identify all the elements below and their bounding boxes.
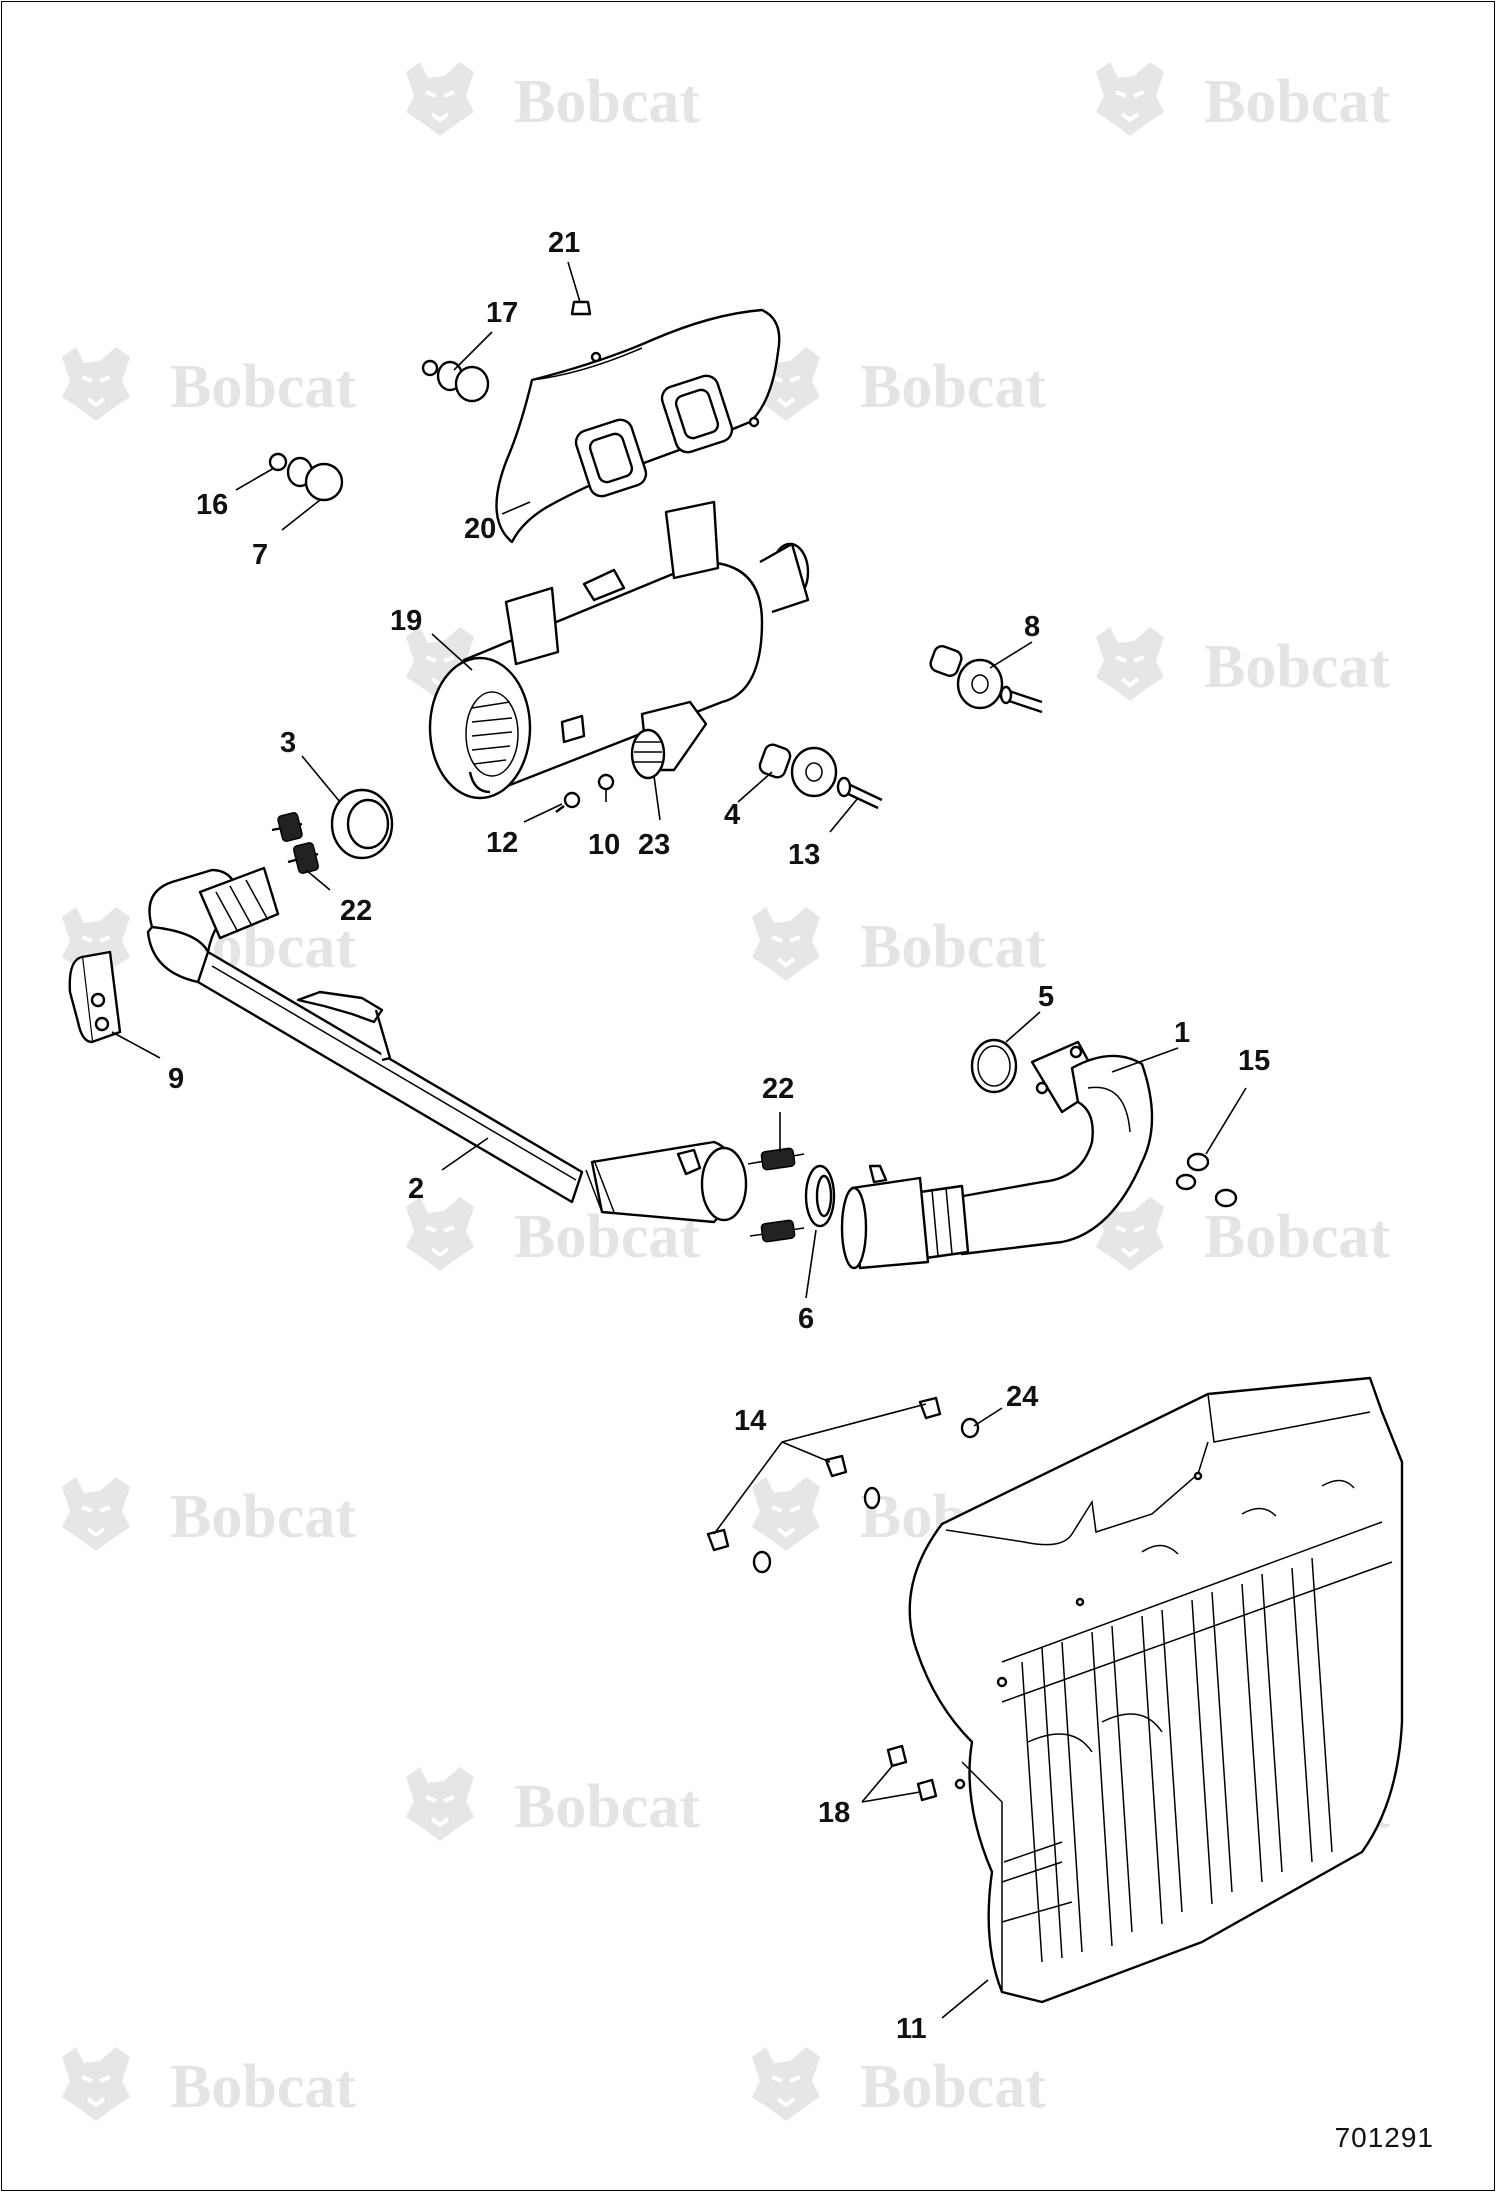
callout-22-lower: 22: [762, 1073, 794, 1105]
callout-8: 8: [1024, 611, 1040, 643]
exhaust-pipe-part-1[interactable]: [840, 1040, 1154, 1270]
callout-17: 17: [486, 297, 518, 329]
nut-part-16[interactable]: [268, 452, 288, 472]
watermark-logo: Bobcat: [1094, 60, 1390, 138]
svg-text:Bobcat: Bobcat: [170, 1483, 356, 1551]
bolt-part-13[interactable]: [836, 776, 883, 810]
tail-pipe-part-23[interactable]: [630, 700, 708, 780]
svg-text:Bobcat: Bobcat: [860, 913, 1046, 981]
watermark-logo: Bobcat: [1094, 1195, 1390, 1273]
heat-shield-part-20[interactable]: [495, 308, 781, 544]
callout-11: 11: [896, 2013, 927, 2045]
callout-16: 16: [196, 489, 228, 521]
svg-text:Bobcat: Bobcat: [514, 68, 700, 136]
callout-3: 3: [280, 727, 296, 759]
callout-6: 6: [798, 1303, 814, 1335]
callout-4: 4: [724, 799, 740, 831]
watermark-logo: Bobcat: [60, 1475, 356, 1553]
watermark-logo: Bobcat: [750, 905, 1046, 983]
callout-9: 9: [168, 1063, 184, 1095]
callout-labels: 21 17 16 7 20 19 3 8 4 13 10 12 23 22 9 …: [168, 227, 1270, 2045]
svg-text:Bobcat: Bobcat: [1204, 68, 1390, 136]
gasket-part-5[interactable]: [970, 1038, 1018, 1094]
spacer-part-4[interactable]: [758, 742, 793, 779]
callout-15: 15: [1238, 1045, 1270, 1077]
watermark-logo: Bobcat: [404, 1765, 700, 1843]
callout-1: 1: [1174, 1017, 1190, 1049]
isolator-part-7[interactable]: [286, 456, 344, 502]
bolt-part-18[interactable]: [886, 1744, 938, 1802]
watermark-logo: Bobcat: [1094, 625, 1390, 703]
mount-part-8[interactable]: [928, 644, 1043, 714]
callout-7: 7: [252, 539, 268, 571]
watermark-logo: Bobcat: [750, 2045, 1046, 2123]
gasket-part-3[interactable]: [330, 788, 394, 860]
callout-20: 20: [464, 513, 496, 545]
spring-part-22-lower[interactable]: [747, 1147, 805, 1243]
watermark-logo: Bobcat: [60, 2045, 356, 2123]
drawing-number: 701291: [1334, 2122, 1434, 2153]
callout-23: 23: [638, 829, 670, 861]
isolator-part-4b[interactable]: [790, 746, 838, 798]
washer-part-24[interactable]: [752, 1417, 980, 1574]
bolt-part-15[interactable]: [1175, 1152, 1238, 1208]
gasket-part-6[interactable]: [804, 1164, 836, 1228]
callout-12: 12: [486, 827, 518, 859]
exhaust-pipe-part-2[interactable]: [146, 866, 748, 1224]
bolt-part-12[interactable]: [555, 791, 581, 813]
svg-text:Bobcat: Bobcat: [860, 353, 1046, 421]
watermark-logo: Bobcat: [404, 60, 700, 138]
svg-text:Bobcat: Bobcat: [514, 1773, 700, 1841]
callout-18: 18: [818, 1797, 850, 1829]
callout-14: 14: [734, 1405, 766, 1437]
leader-lines: [111, 261, 1247, 2019]
bolt-part-14[interactable]: [706, 1396, 942, 1552]
muffler-part-19[interactable]: [428, 500, 810, 800]
spring-part-22-upper[interactable]: [271, 812, 319, 874]
watermark-logo: Bobcat: [750, 345, 1046, 423]
svg-text:Bobcat: Bobcat: [1204, 633, 1390, 701]
svg-text:Bobcat: Bobcat: [170, 2053, 356, 2121]
isolator-part-9[interactable]: [68, 950, 122, 1044]
callout-21: 21: [548, 227, 580, 259]
svg-text:Bobcat: Bobcat: [1204, 1203, 1390, 1271]
watermark-layer: Bobcat Bobcat Bobcat Bobcat Bobcat Bobca…: [60, 60, 1390, 2123]
bolt-part-21[interactable]: [570, 300, 592, 316]
callout-2: 2: [408, 1173, 424, 1205]
nut-part-10[interactable]: [597, 773, 615, 791]
callout-10: 10: [588, 829, 620, 861]
callout-5: 5: [1038, 981, 1054, 1013]
callout-22-upper: 22: [340, 895, 372, 927]
heat-shield-part-11[interactable]: [908, 1376, 1404, 2004]
callout-13: 13: [788, 839, 820, 871]
svg-text:Bobcat: Bobcat: [170, 353, 356, 421]
svg-text:Bobcat: Bobcat: [860, 2053, 1046, 2121]
washer-part-17[interactable]: [421, 359, 490, 403]
callout-19: 19: [390, 605, 422, 637]
watermark-logo: Bobcat: [60, 345, 356, 423]
callout-24: 24: [1006, 1381, 1038, 1413]
